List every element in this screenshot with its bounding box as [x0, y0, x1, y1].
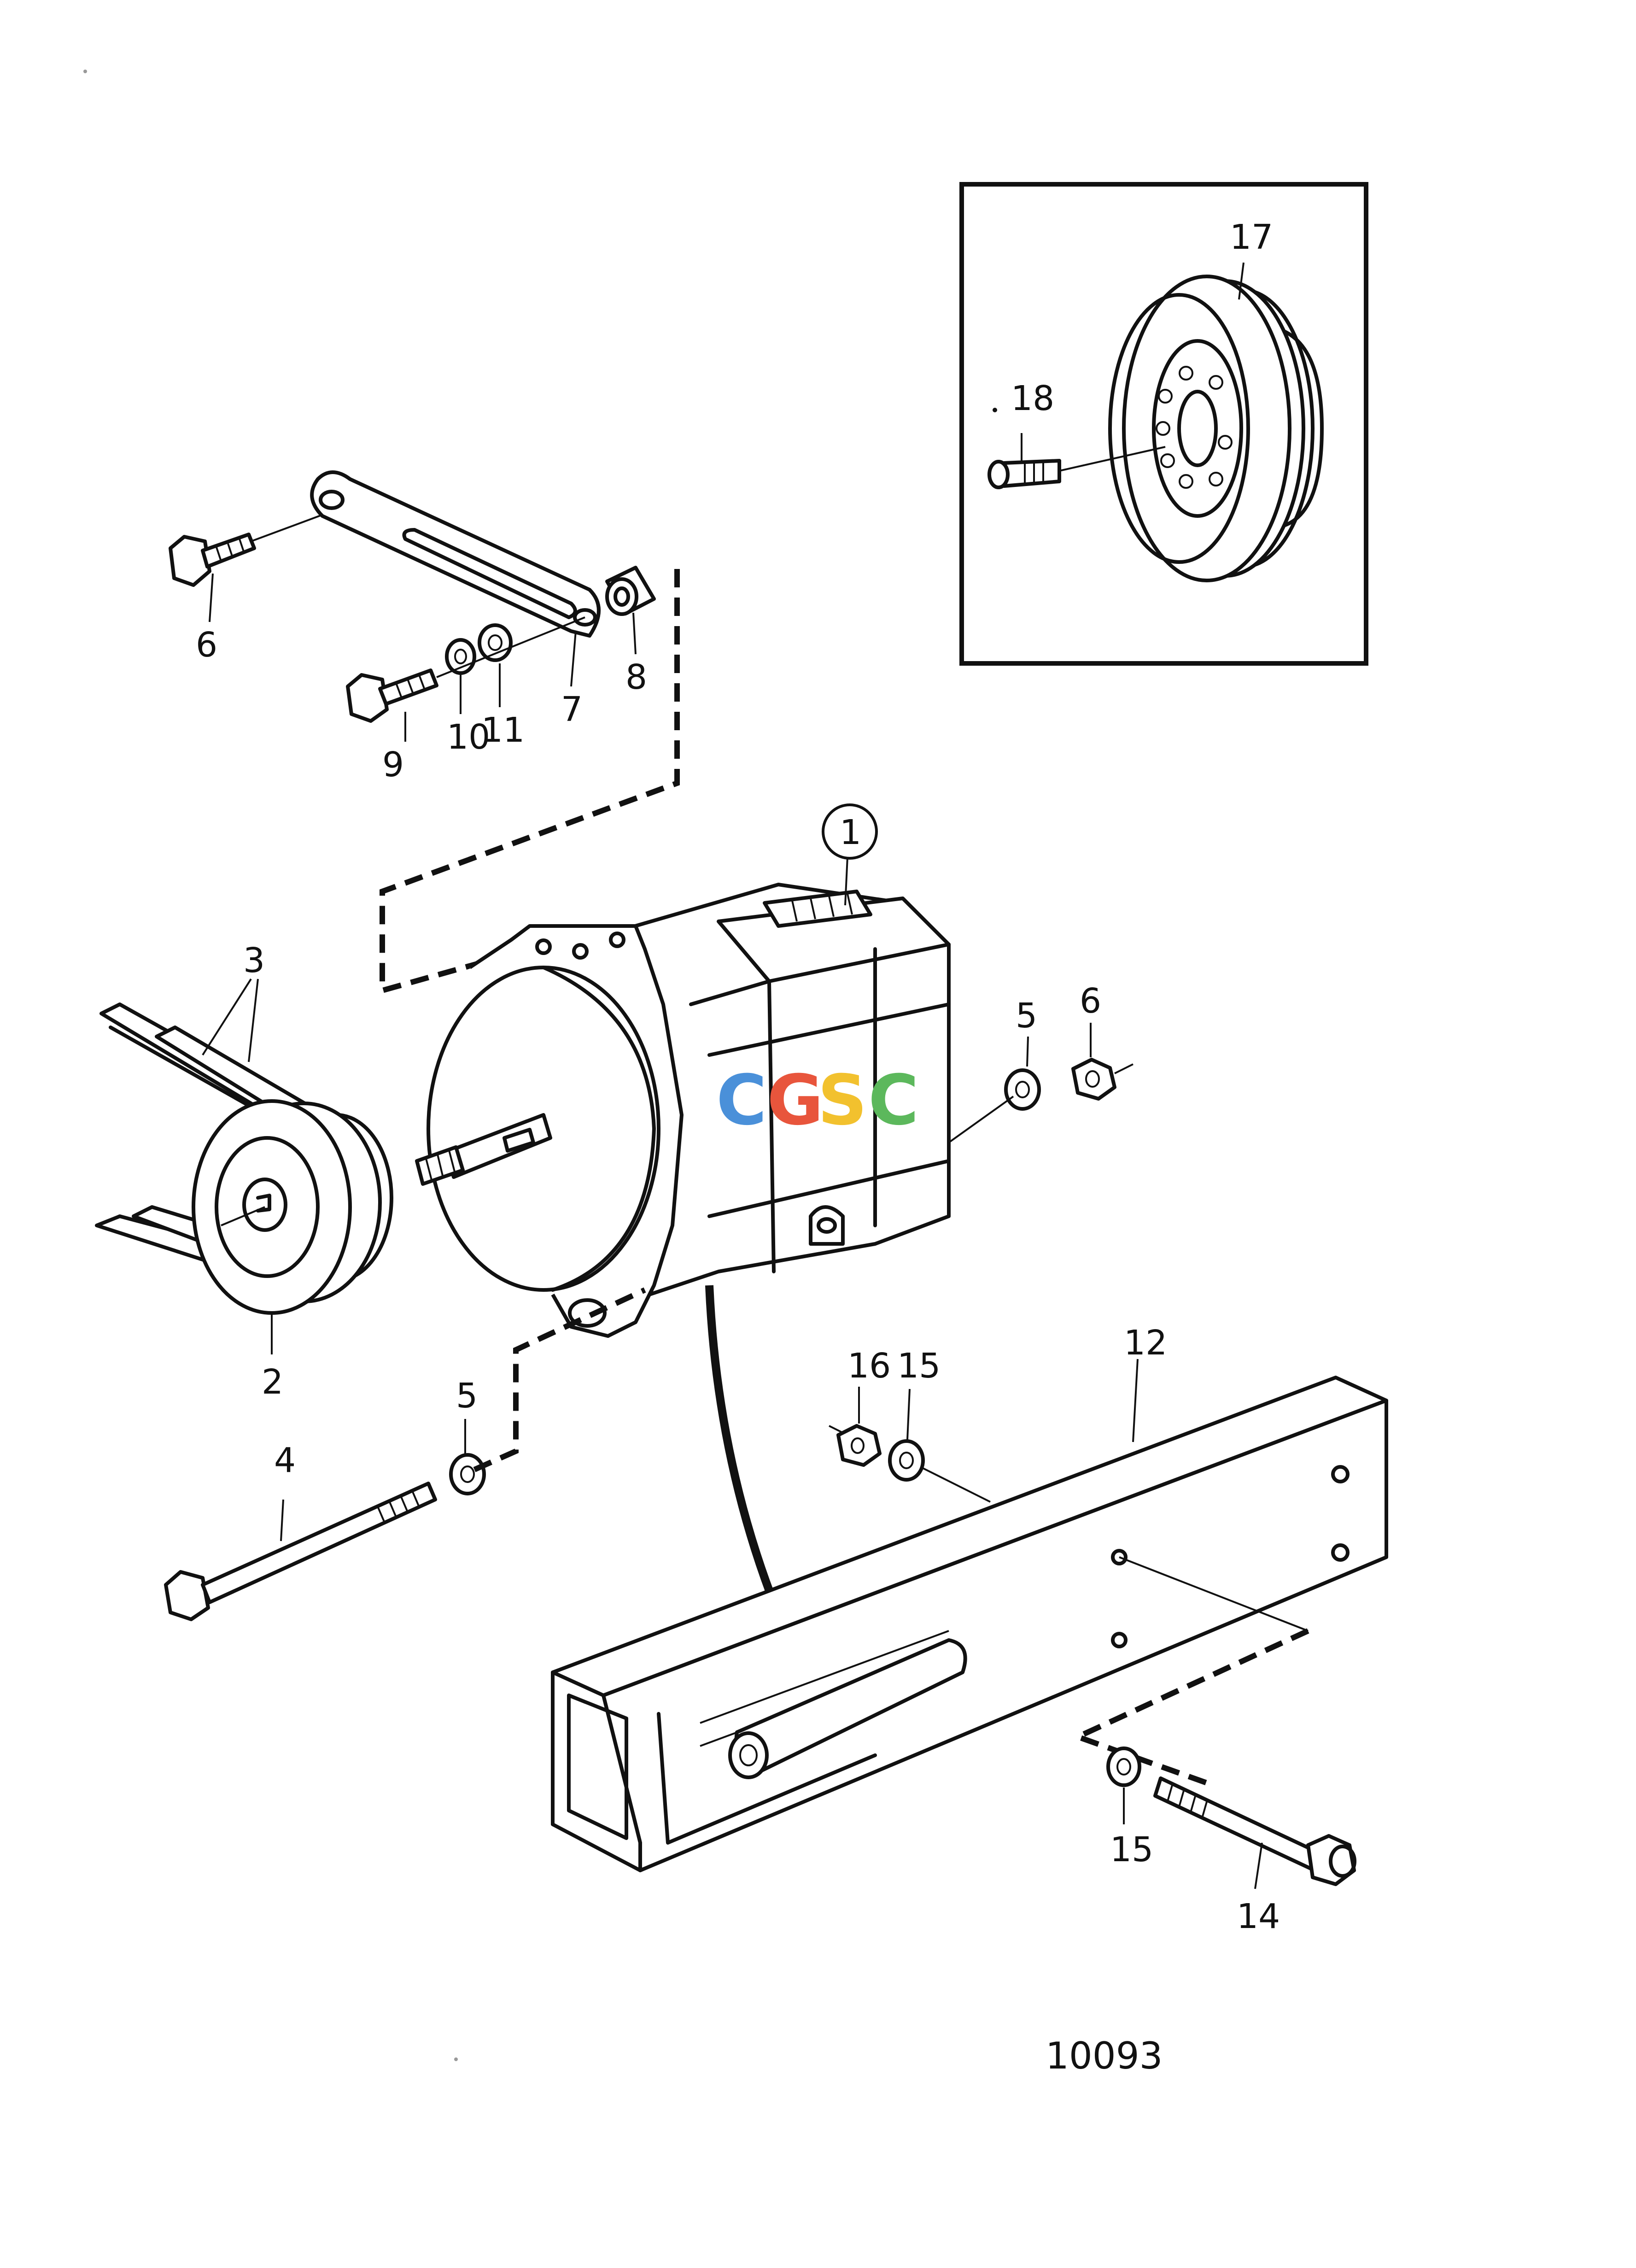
- callout-11: 10: [447, 717, 490, 757]
- svg-text:C: C: [868, 1061, 919, 1141]
- callout-7: 6: [196, 625, 217, 665]
- svg-text:S: S: [818, 1061, 867, 1141]
- callout-12: 11: [481, 710, 525, 750]
- alternator-pulley-2: 2: [192, 1099, 393, 1402]
- callout-8: 7: [561, 690, 583, 729]
- washer-15-upper: 15: [888, 1346, 991, 1503]
- bolt-4: 4: [164, 1441, 437, 1621]
- bolt-14: 14: [1153, 1776, 1356, 1936]
- speck: [83, 70, 87, 73]
- svg-text:G: G: [767, 1061, 824, 1141]
- nut-16: 16: [829, 1346, 891, 1467]
- inset-pulley-detail: 18 17: [959, 182, 1368, 666]
- mounting-bracket-13: 12: [551, 1323, 1388, 1872]
- callout-2: 2: [262, 1362, 283, 1402]
- adjusting-bracket-group: 6 7 8 9 10 11: [169, 470, 656, 785]
- nut-6: [1071, 1058, 1116, 1101]
- callout-6: 6: [1080, 981, 1101, 1021]
- callout-3: 3: [243, 941, 265, 980]
- callout-14: 14: [1237, 1897, 1280, 1936]
- callout-5-upper: 5: [1016, 996, 1037, 1036]
- dot-mark: [993, 408, 997, 412]
- bolt-10: [346, 668, 438, 723]
- callout-1: 1: [840, 813, 861, 852]
- callout-13: 12: [1124, 1323, 1167, 1363]
- svg-text:C: C: [716, 1061, 767, 1141]
- document-number: 10093: [1046, 2034, 1163, 2077]
- watermark-cgsc: C G S C: [716, 1061, 919, 1141]
- callout-1-circle: [822, 803, 878, 860]
- callout-16: 16: [847, 1346, 891, 1386]
- dashed-link-lower: [473, 1287, 646, 1472]
- callout-17: 17: [1230, 217, 1273, 257]
- washer-5-lower: 5: [449, 1376, 486, 1495]
- callout-15-upper: 15: [897, 1346, 941, 1386]
- callout-18: 18: [1011, 379, 1054, 418]
- callout-10: 9: [382, 745, 404, 785]
- callout-9: 8: [625, 657, 647, 697]
- dashed-link-upper: [380, 569, 680, 994]
- bolt-7: [169, 510, 332, 587]
- crankshaft-pulley: [1108, 275, 1324, 582]
- speck: [454, 2057, 458, 2061]
- bracket-8: [310, 470, 601, 638]
- spacer-9: [605, 566, 656, 616]
- dashed-link-bracket: [1070, 1628, 1309, 1786]
- washer-12: [478, 623, 513, 662]
- washer-15-lower: 15: [1106, 1746, 1153, 1869]
- callout-15-lower: 15: [1110, 1830, 1153, 1869]
- callout-4: 4: [274, 1441, 296, 1480]
- alternator: 1: [415, 803, 951, 1338]
- washer-5-upper: [1004, 1068, 1041, 1111]
- pulley-bolt: [987, 446, 1166, 489]
- callout-5-lower: 5: [456, 1376, 478, 1416]
